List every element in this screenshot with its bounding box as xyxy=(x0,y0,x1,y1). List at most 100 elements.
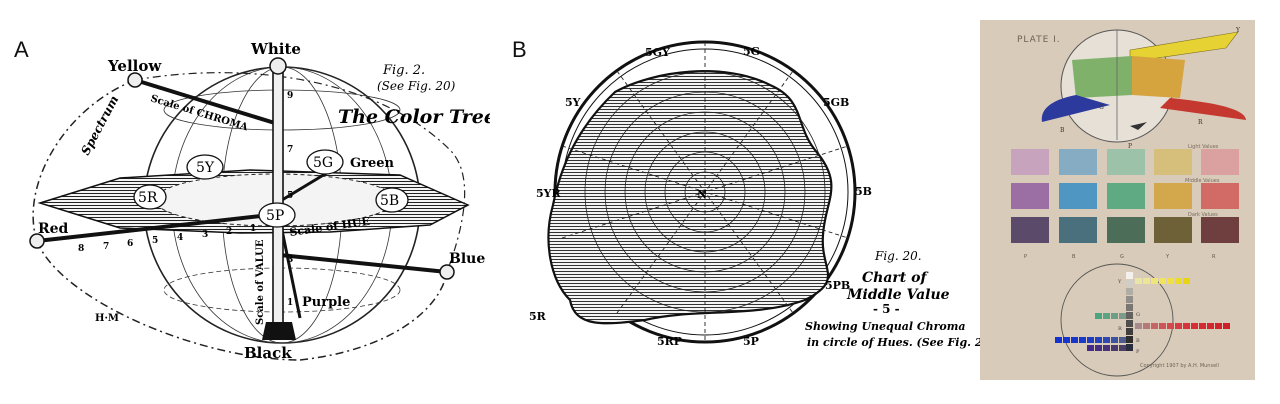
value-scale xyxy=(1126,272,1133,351)
red-ball xyxy=(29,233,45,249)
value-tick: 1 xyxy=(287,298,293,308)
plate-sphere-illustration: G B R P Y xyxy=(1041,27,1246,377)
value-tick: 9 xyxy=(287,91,293,101)
hue-letter: B xyxy=(1072,254,1076,260)
red-chroma-row xyxy=(1135,323,1230,329)
yellow-branch xyxy=(134,78,279,126)
sphere-label: G xyxy=(1099,104,1104,111)
plate-title: PLATE I. xyxy=(1017,35,1061,45)
hue-label: 5GY xyxy=(645,46,670,59)
chroma-tick: 3 xyxy=(202,230,208,240)
chroma-tick: 6 xyxy=(127,239,133,249)
color-swatch xyxy=(1201,149,1239,175)
notation-5r: 5R xyxy=(138,190,158,206)
color-tree-figure: 5Y 5G 5R 5P 5B White Yellow Red Blue Gre… xyxy=(29,40,490,362)
label-scale-value: Scale of VALUE xyxy=(255,239,266,325)
chroma-tick: 7 xyxy=(103,242,109,252)
fig-20-subtitle: Middle Value xyxy=(846,287,950,303)
color-swatch xyxy=(1154,217,1192,243)
light-values-label: Light Values xyxy=(1188,144,1219,150)
color-swatch xyxy=(1011,217,1049,243)
color-swatch xyxy=(1154,149,1192,175)
color-swatch xyxy=(1154,183,1192,209)
hue-label: 5G xyxy=(743,45,760,58)
sphere-label: B xyxy=(1060,127,1065,134)
yellow-ball xyxy=(127,72,143,88)
scale-letter: Y xyxy=(1117,279,1122,285)
chroma-tick: 4 xyxy=(177,233,183,243)
notation-5y: 5Y xyxy=(196,160,215,176)
scale-letter: R xyxy=(1118,326,1122,332)
hue-label: 5PB xyxy=(825,279,850,292)
label-red: Red xyxy=(38,221,69,237)
chroma-tick: 5 xyxy=(152,236,158,246)
color-swatch xyxy=(1011,183,1049,209)
color-swatch xyxy=(1201,183,1239,209)
dark-values-label: Dark Values xyxy=(1188,212,1218,218)
fig-2-reference: (See Fig. 20) xyxy=(377,79,456,93)
fig-20-caption-1: Showing Unequal Chroma xyxy=(805,320,966,333)
monogram: H·M xyxy=(95,313,119,324)
plate-i: PLATE I. G B R P Y xyxy=(980,20,1255,380)
middle-value-chart: N 5GY 5G 5GB 5B 5PB 5P 5RP 5R 5YR 5Y Fig… xyxy=(529,40,990,349)
value-tick: 3 xyxy=(287,255,293,265)
hue-letter: R xyxy=(1212,254,1216,260)
panel-label-a: A xyxy=(14,37,29,62)
color-swatch xyxy=(1107,217,1145,243)
yellow-chroma-row xyxy=(1135,278,1190,284)
trunk-base xyxy=(262,322,296,340)
blue-ball xyxy=(439,264,455,280)
color-swatch xyxy=(1107,183,1145,209)
scale-letter: G xyxy=(1136,312,1140,318)
sphere-label: Y xyxy=(1235,27,1241,34)
value-tick: 7 xyxy=(287,145,293,155)
fig-20-value: - 5 - xyxy=(873,302,900,316)
scale-letter: B xyxy=(1136,338,1140,344)
chroma-tick: 8 xyxy=(78,244,84,254)
panel-label-b: B xyxy=(512,37,527,62)
hue-letter: G xyxy=(1120,254,1124,260)
color-swatch xyxy=(1107,149,1145,175)
fig-2-number: Fig. 2. xyxy=(382,63,425,78)
purple-branch xyxy=(280,229,302,319)
blue-chroma-row xyxy=(1055,337,1126,343)
hue-label: 5Y xyxy=(565,96,581,109)
hue-letter: Y xyxy=(1166,254,1170,260)
label-white: White xyxy=(250,40,301,58)
label-green: Green xyxy=(350,156,394,171)
scale-letter: P xyxy=(1136,349,1140,355)
color-swatch xyxy=(1059,149,1097,175)
color-swatch xyxy=(1059,217,1097,243)
hue-label: 5R xyxy=(529,310,547,323)
label-spectrum: Spectrum xyxy=(78,93,121,157)
white-ball xyxy=(269,57,287,75)
red-branch xyxy=(36,213,271,243)
notation-5p: 5P xyxy=(266,208,284,224)
middle-values-label: Middle Values xyxy=(1185,178,1220,184)
plate-copyright: Copyright 1907 by A.H. Munsell xyxy=(1140,363,1219,369)
sphere-label: P xyxy=(1128,143,1132,150)
label-yellow: Yellow xyxy=(107,57,162,75)
chroma-tick: 2 xyxy=(226,227,232,237)
hue-label: 5GB xyxy=(823,96,849,109)
sphere-label: R xyxy=(1198,119,1203,126)
blue-branch xyxy=(279,253,448,274)
fig-20-title: Chart of xyxy=(862,270,929,286)
label-black: Black xyxy=(244,344,292,362)
fig-2-title: The Color Tree xyxy=(338,106,490,128)
hue-label: 5YR xyxy=(536,187,562,200)
hue-label: 5B xyxy=(855,185,872,198)
chroma-tick: 1 xyxy=(250,224,256,234)
fig-20-number: Fig. 20. xyxy=(874,249,922,263)
label-blue: Blue xyxy=(449,251,485,267)
color-swatch xyxy=(1201,217,1239,243)
notation-5g: 5G xyxy=(313,155,333,171)
label-purple: Purple xyxy=(302,295,350,310)
neutral-center: N xyxy=(697,188,707,201)
fig-20-caption-2: in circle of Hues. (See Fig. 2). xyxy=(807,336,990,349)
color-swatch xyxy=(1059,183,1097,209)
hue-letter: P xyxy=(1024,254,1028,260)
hue-label: 5RP xyxy=(657,335,682,348)
value-trunk xyxy=(272,67,284,331)
hue-label: 5P xyxy=(743,335,759,348)
